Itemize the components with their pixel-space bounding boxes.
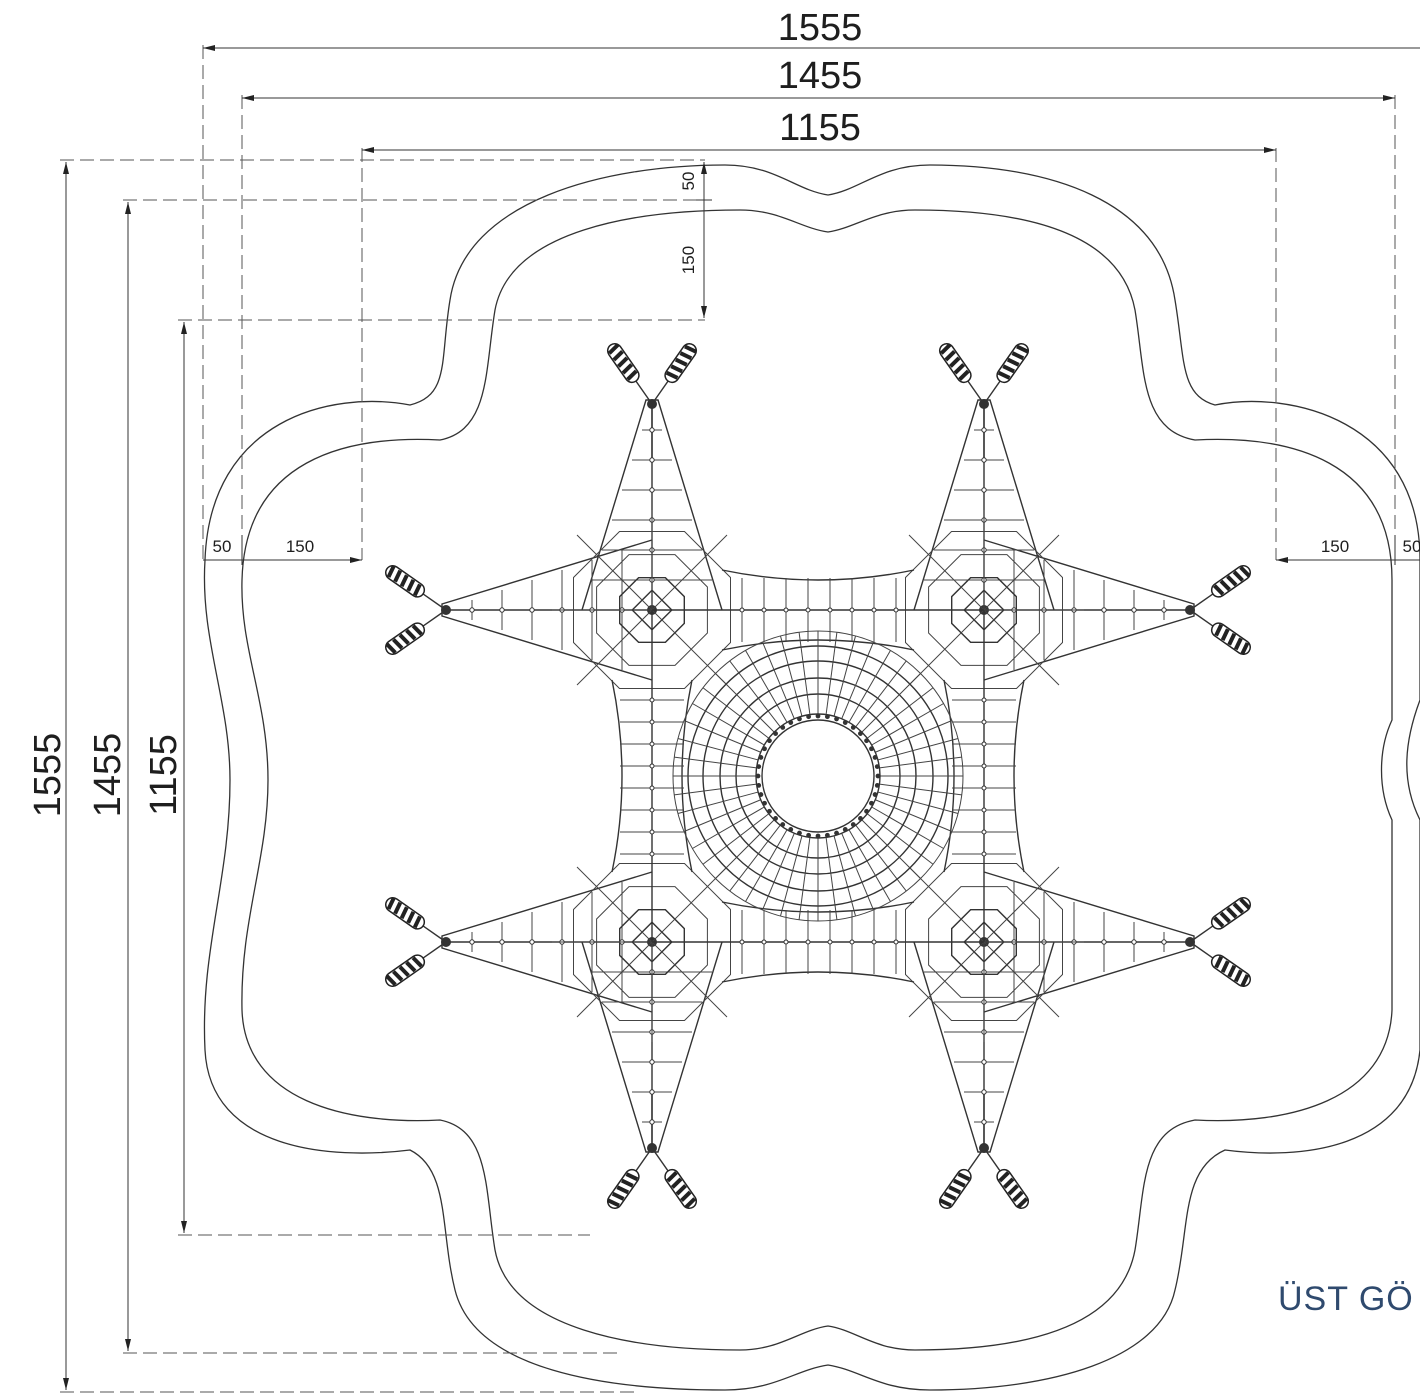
ground-anchor-12 <box>385 941 447 988</box>
ground-anchor-14 <box>1189 609 1251 656</box>
safety-zone-outer <box>203 164 1420 1391</box>
ground-anchor-5 <box>606 1147 653 1209</box>
dim-height-inner: 1155 <box>143 734 185 816</box>
ground-anchor-11 <box>385 896 447 943</box>
view-label: ÜST GÖ <box>1278 1280 1414 1318</box>
ground-anchor-15 <box>1189 896 1251 943</box>
ground-anchor-4 <box>983 343 1030 405</box>
central-dome <box>672 630 964 922</box>
ground-anchor-3 <box>938 343 985 405</box>
rope-net-structure <box>441 399 1195 1153</box>
ground-anchor-1 <box>606 343 653 405</box>
ground-anchor-9 <box>385 564 447 611</box>
extension-lines <box>60 45 1396 1393</box>
vertical-dimensions <box>63 162 712 1390</box>
dim-offset-top-150: 150 <box>679 246 698 274</box>
ground-anchors <box>385 343 1251 1209</box>
bridge-net-2 <box>652 901 984 983</box>
dim-width-middle: 1455 <box>778 55 863 97</box>
tower-net-4 <box>884 842 1195 1153</box>
ground-anchor-13 <box>1189 564 1251 611</box>
dim-offset-left-50: 50 <box>213 537 232 556</box>
dim-height-middle: 1455 <box>87 733 129 818</box>
safety-zone-inner <box>241 209 1393 1351</box>
ground-anchor-8 <box>983 1147 1030 1209</box>
dim-height-outer: 1555 <box>27 733 69 818</box>
horizontal-dimensions <box>203 45 1420 565</box>
dim-offset-right-150: 150 <box>1321 537 1349 556</box>
dim-width-outer: 1555 <box>778 7 863 49</box>
dim-offset-left-150: 150 <box>286 537 314 556</box>
tower-net-3 <box>441 842 752 1153</box>
ground-anchor-10 <box>385 609 447 656</box>
ground-anchor-6 <box>651 1147 698 1209</box>
dim-offset-top-50: 50 <box>679 172 698 191</box>
ground-anchor-7 <box>938 1147 985 1209</box>
dim-width-inner: 1155 <box>779 107 861 149</box>
tower-net-2 <box>884 399 1195 710</box>
ground-anchor-2 <box>651 343 698 405</box>
ground-anchor-16 <box>1189 941 1251 988</box>
tower-net-1 <box>441 399 752 710</box>
dim-offset-right-50: 50 <box>1403 537 1420 556</box>
bridge-net-4 <box>943 610 1025 942</box>
